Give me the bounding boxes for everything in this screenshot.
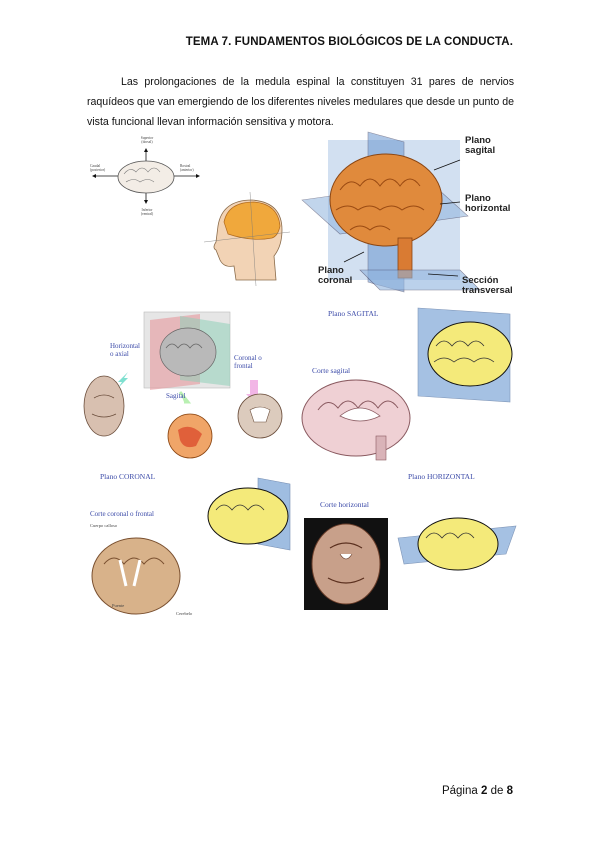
label-plano-horizontal: Plano horizontal <box>465 193 511 214</box>
label-seccion-transversal: Sección transversal <box>462 275 513 296</box>
page-header: TEMA 7. FUNDAMENTOS BIOLÓGICOS DE LA CON… <box>185 36 513 48</box>
title-plano-sagital: Plano SAGITAL <box>328 309 379 318</box>
label-corte-horizontal: Corte horizontal <box>320 500 369 509</box>
footer-prefix: Página <box>441 785 478 797</box>
footer-total-pages: 8 <box>506 785 513 797</box>
figure-brain-orientation: Superior (dorsal) Inferior (ventral) Cau… <box>86 130 206 222</box>
label-sagital: Sagital <box>166 392 186 400</box>
label-horizontal-axial: Horizontal o axial <box>110 342 140 358</box>
label-puente: Puente <box>112 603 125 608</box>
figure-plano-sagital: Plano SAGITAL Corte sagital <box>300 306 522 468</box>
page-footer: Página 2 de 8 <box>442 785 513 797</box>
figure-sections: Horizontal o axial Sagital Coronal o fro… <box>80 310 300 470</box>
label-rostral: Rostral (anterior) <box>180 164 194 172</box>
label-superior: Superior (dorsal) <box>140 136 154 144</box>
label-corte-sagital: Corte sagital <box>312 366 351 375</box>
label-corte-coronal: Corte coronal o frontal <box>90 510 154 518</box>
figure-head-profile <box>186 186 294 294</box>
label-cuerpo-calloso: Cuerpo calloso <box>90 523 118 528</box>
figure-plano-coronal: Plano CORONAL Corte coronal o frontal Cu… <box>80 468 302 618</box>
label-cerebelo: Cerebelo <box>176 611 193 616</box>
figure-brain-planes: Plano sagital Plano horizontal Plano cor… <box>300 130 513 300</box>
label-plano-coronal: Plano coronal <box>318 265 353 286</box>
figure-plano-horizontal: Plano HORIZONTAL Corte horizontal <box>300 468 522 618</box>
label-caudal: Caudal (posterior) <box>90 164 106 172</box>
title-plano-coronal: Plano CORONAL <box>100 472 156 481</box>
label-plano-sagital: Plano sagital <box>465 135 496 156</box>
footer-current-page: 2 <box>480 785 488 797</box>
label-coronal-frontal: Coronal o frontal <box>234 354 262 370</box>
footer-sep: de <box>490 785 504 797</box>
title-plano-horizontal: Plano HORIZONTAL <box>408 472 475 481</box>
body-paragraph: Las prolongaciones de la medula espinal … <box>87 76 514 128</box>
label-inferior: Inferior (ventral) <box>140 208 154 216</box>
